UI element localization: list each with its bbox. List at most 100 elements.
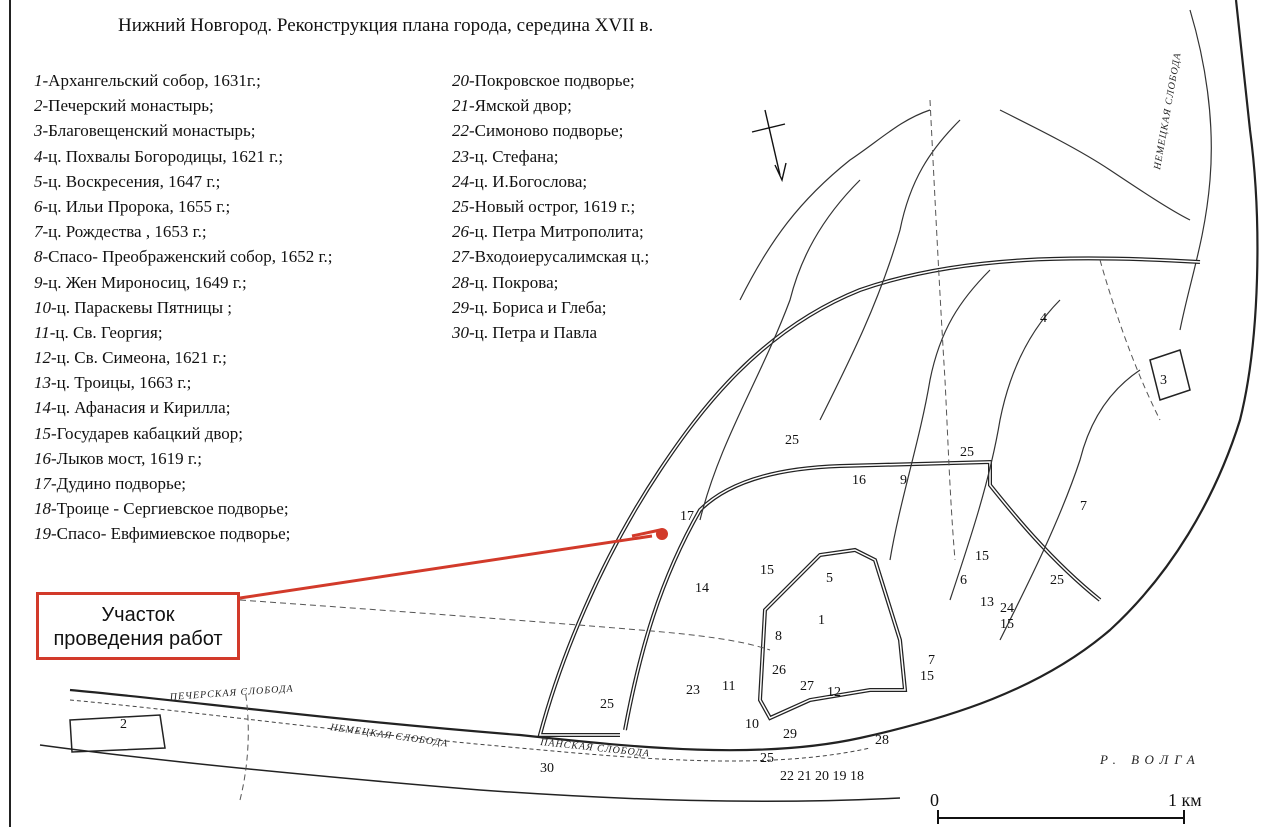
legend-item-separator: - bbox=[469, 96, 475, 116]
legend-item-separator: - bbox=[469, 171, 475, 191]
legend-item-number: 26 bbox=[452, 222, 469, 242]
legend-item: 15-Государев кабацкий двор; bbox=[34, 421, 333, 446]
legend-item-separator: - bbox=[42, 71, 49, 90]
map-label-26: 26 bbox=[772, 663, 786, 678]
ravine-7 bbox=[999, 109, 1191, 221]
legend-item-number: 23 bbox=[452, 146, 469, 166]
legend-item: 11-ц. Св. Георгия; bbox=[34, 320, 333, 345]
map-label-nemetskaya-sloboda-bottom: НЕМЕЦКАЯ СЛОБОДА bbox=[329, 722, 449, 750]
legend-item-text: ц. Ильи Пророка, 1655 г.; bbox=[48, 196, 231, 216]
kremlin-wall-inner bbox=[759, 549, 906, 719]
legend-item-separator: - bbox=[469, 247, 475, 267]
legend-item-text: ц. Похвалы Богородицы, 1621 г.; bbox=[48, 146, 284, 166]
legend-item-separator: - bbox=[51, 524, 57, 544]
ravine-5 bbox=[999, 369, 1141, 641]
legend-item-text: ц. Жен Мироносиц, 1649 г.; bbox=[48, 272, 247, 292]
legend-item-number: 4 bbox=[34, 146, 43, 166]
legend-item-separator: - bbox=[51, 499, 57, 519]
legend-item-text: Троице - Сергиевское подворье; bbox=[56, 499, 289, 519]
map-label-9: 9 bbox=[900, 473, 907, 488]
map-label-25e: 25 bbox=[760, 751, 774, 766]
outer-fortification-inner bbox=[539, 257, 1201, 736]
map-label-28: 28 bbox=[875, 733, 889, 748]
legend-item-number: 13 bbox=[34, 373, 51, 393]
legend-item-separator: - bbox=[51, 297, 57, 317]
map-label-11: 11 bbox=[722, 679, 735, 694]
legend-item-separator: - bbox=[51, 348, 57, 368]
map-label-25c: 25 bbox=[600, 697, 614, 712]
legend-item: 1-Архангельский собор, 1631г.; bbox=[34, 68, 333, 93]
legend-item-number: 19 bbox=[34, 524, 51, 544]
legend-item-text: Симоново подворье; bbox=[474, 121, 624, 141]
legend-item-text: Дудино подворье; bbox=[56, 474, 186, 493]
legend-item-number: 6 bbox=[34, 196, 43, 216]
legend-item-separator: - bbox=[469, 121, 475, 141]
legend-item-number: 3 bbox=[34, 121, 43, 141]
legend-item-separator: - bbox=[51, 423, 57, 443]
map-label-25d: 25 bbox=[1050, 573, 1064, 588]
road-4 bbox=[1099, 259, 1161, 421]
legend-item: 5-ц. Воскресения, 1647 г.; bbox=[34, 169, 333, 194]
map-label-4: 4 bbox=[1040, 311, 1047, 326]
legend-item-number: 15 bbox=[34, 423, 51, 443]
legend-item: 9-ц. Жен Мироносиц, 1649 г.; bbox=[34, 270, 333, 295]
map-label-12: 12 bbox=[827, 685, 841, 700]
legend-item: 3-Благовещенский монастырь; bbox=[34, 118, 333, 143]
legend-item-text: ц. Афанасия и Кирилла; bbox=[56, 398, 231, 418]
legend-item: 7-ц. Рождества , 1653 г.; bbox=[34, 219, 333, 244]
legend-item-number: 2 bbox=[34, 96, 43, 116]
map-label-15a: 15 bbox=[760, 563, 774, 578]
callout-pointer-line bbox=[239, 534, 653, 600]
ravine-3 bbox=[889, 269, 991, 561]
legend-item: 28-ц. Покрова; bbox=[452, 270, 649, 295]
north-arrow bbox=[751, 109, 787, 183]
legend-item: 6-ц. Ильи Пророка, 1655 г.; bbox=[34, 194, 333, 219]
legend-item: 25-Новый острог, 1619 г.; bbox=[452, 194, 649, 219]
map-label-15d: 15 bbox=[920, 669, 934, 684]
map-label-24: 24 bbox=[1000, 601, 1014, 616]
pechersky-monastery-plot bbox=[69, 714, 166, 753]
legend-item-separator: - bbox=[42, 247, 49, 267]
legend-item-text: Архангельский собор, 1631г.; bbox=[48, 71, 261, 90]
legend-item-text: ц. Рождества , 1653 г.; bbox=[48, 222, 207, 242]
legend-item-separator: - bbox=[51, 398, 57, 418]
legend-item-number: 5 bbox=[34, 171, 43, 191]
legend-item-number: 29 bbox=[452, 297, 469, 317]
legend-item-text: ц. Покрова; bbox=[474, 272, 559, 292]
legend-item-separator: - bbox=[51, 448, 57, 468]
legend-item: 16-Лыков мост, 1619 г.; bbox=[34, 446, 333, 471]
legend-item-text: Печерский монастырь; bbox=[48, 96, 214, 116]
legend-item-separator: - bbox=[469, 222, 475, 242]
legend-item-text: ц. Петра Митрополита; bbox=[474, 222, 644, 242]
legend-item-number: 25 bbox=[452, 196, 469, 216]
legend-item-separator: - bbox=[51, 373, 57, 393]
map-label-14: 14 bbox=[695, 581, 709, 596]
map-label-8: 8 bbox=[775, 629, 782, 644]
legend-item-text: ц. Бориса и Глеба; bbox=[474, 297, 607, 317]
legend-item: 29-ц. Бориса и Глеба; bbox=[452, 295, 649, 320]
map-label-27: 27 bbox=[800, 679, 814, 694]
map-label-panskaya-sloboda: ПАНСКАЯ СЛОБОДА bbox=[539, 737, 651, 760]
legend-item-text: Благовещенский монастырь; bbox=[48, 121, 256, 141]
legend-item-number: 14 bbox=[34, 398, 51, 418]
legend-item-text: ц. Воскресения, 1647 г.; bbox=[48, 171, 221, 191]
legend-item-number: 30 bbox=[452, 322, 469, 342]
ravine-1 bbox=[699, 179, 861, 521]
callout-line-1: Участок bbox=[101, 604, 175, 626]
legend-item: 23-ц. Стефана; bbox=[452, 144, 649, 169]
legend-item-text: ц. Стефана; bbox=[474, 146, 559, 166]
legend-item-separator: - bbox=[42, 121, 49, 141]
road-2 bbox=[929, 99, 956, 561]
legend-item-text: Новый острог, 1619 г.; bbox=[474, 196, 636, 216]
map-label-15b: 15 bbox=[975, 549, 989, 564]
legend-item-text: ц. Петра и Павла bbox=[474, 322, 598, 342]
callout-line-2: проведения работ bbox=[53, 628, 223, 650]
legend-item-number: 28 bbox=[452, 272, 469, 292]
map-label-7a: 7 bbox=[1080, 499, 1087, 514]
middle-wall-inner bbox=[624, 461, 1101, 731]
legend-item-separator: - bbox=[42, 96, 49, 116]
legend-item-number: 17 bbox=[34, 474, 51, 493]
road-1 bbox=[239, 599, 771, 651]
map-label-25b: 25 bbox=[960, 445, 974, 460]
